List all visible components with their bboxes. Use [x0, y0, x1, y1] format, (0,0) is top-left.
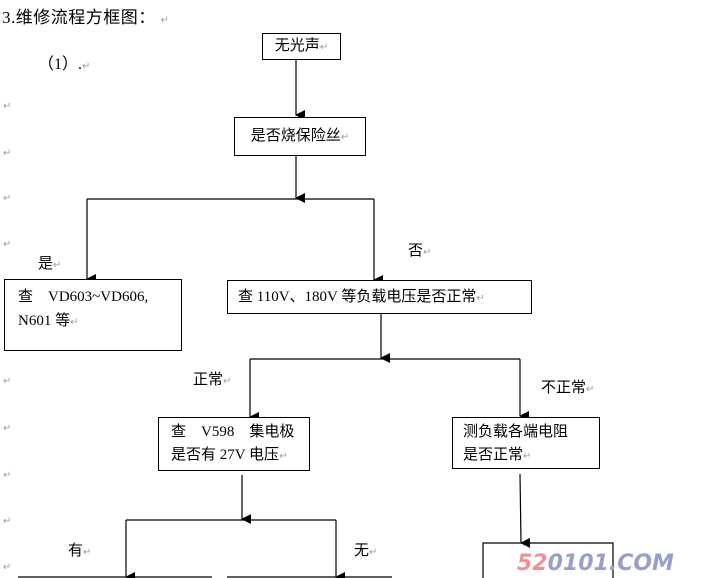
- node-start: 无光声↵: [262, 33, 341, 60]
- watermark-part2: 0101.COM: [547, 551, 674, 576]
- node-fuse-check: 是否烧保险丝↵: [234, 117, 366, 156]
- node-check-voltage: 查 110V、180V 等负载电压是否正常↵: [227, 280, 532, 314]
- paragraph-mark-icon: ↵: [223, 376, 232, 387]
- paragraph-mark-icon: ↵: [70, 317, 79, 328]
- paragraph-mark-icon: ↵: [82, 61, 91, 72]
- paragraph-mark-icon: ↵: [53, 260, 62, 271]
- edge-label-yes-text: 是: [38, 256, 54, 272]
- node-check-v598: 查 V598 集电极 是否有 27V 电压↵: [158, 417, 310, 471]
- node-check-v598-line2-wrap: 是否有 27V 电压↵: [171, 444, 309, 468]
- paragraph-mark-icon: ↵: [3, 376, 12, 387]
- edge-label-no-text: 否: [408, 243, 424, 259]
- next-box-outline: [482, 542, 614, 578]
- edge-label-abnormal-text: 不正常: [541, 380, 587, 396]
- paragraph-mark-icon: ↵: [3, 148, 12, 159]
- paragraph-mark-icon: ↵: [3, 239, 12, 250]
- paragraph-mark-icon: ↵: [160, 15, 170, 26]
- node-measure-resistance-line2: 是否正常: [463, 447, 524, 463]
- edge-label-none-text: 无: [354, 543, 370, 559]
- paragraph-mark-icon: ↵: [3, 470, 12, 481]
- section-heading: 3.维修流程方框图： ↵: [2, 3, 169, 28]
- edge-label-has: 有↵: [68, 539, 91, 560]
- paragraph-mark-icon: ↵: [319, 42, 329, 53]
- edge-label-yes: 是↵: [38, 252, 61, 273]
- arrow-resistance-to-next: [519, 473, 531, 548]
- node-measure-resistance: 测负载各端电阻 是否正常↵: [452, 417, 600, 469]
- node-fuse-check-text: 是否烧保险丝: [250, 128, 341, 144]
- watermark-logo: 520101.COM: [517, 551, 674, 576]
- paragraph-mark-icon: ↵: [586, 384, 595, 395]
- paragraph-mark-icon: ↵: [3, 562, 12, 573]
- node-check-vd-line2: N601 等: [18, 313, 71, 329]
- paragraph-mark-icon: ↵: [3, 101, 12, 112]
- paragraph-mark-icon: ↵: [369, 547, 378, 558]
- paragraph-mark-icon: ↵: [340, 132, 350, 143]
- sub-heading-text: （1）.: [38, 56, 83, 73]
- node-measure-resistance-line2-wrap: 是否正常↵: [463, 444, 599, 468]
- paragraph-mark-icon: ↵: [476, 293, 485, 304]
- node-check-vd-line2-wrap: N601 等↵: [18, 309, 181, 335]
- edge-label-no: 否↵: [408, 239, 431, 260]
- node-start-text: 无光声: [274, 38, 320, 54]
- sub-heading: （1）.↵: [38, 50, 90, 74]
- node-measure-resistance-line1: 测负载各端电阻: [463, 424, 569, 440]
- paragraph-mark-icon: ↵: [3, 516, 12, 527]
- paragraph-mark-icon: ↵: [423, 247, 432, 258]
- paragraph-mark-icon: ↵: [3, 423, 12, 434]
- edge-label-normal: 正常↵: [193, 368, 231, 389]
- paragraph-mark-icon: ↵: [523, 451, 532, 462]
- edge-label-has-text: 有: [68, 543, 84, 559]
- paragraph-mark-icon: ↵: [83, 547, 92, 558]
- paragraph-mark-icon: ↵: [279, 451, 288, 462]
- node-check-v598-line2: 是否有 27V 电压: [171, 447, 280, 463]
- edge-label-none: 无↵: [354, 539, 377, 560]
- watermark-part1: 52: [517, 551, 548, 576]
- section-heading-text: 3.维修流程方框图：: [2, 8, 156, 27]
- node-check-vd: 查 VD603~VD606, N601 等↵: [4, 279, 182, 351]
- edge-label-abnormal: 不正常↵: [541, 376, 594, 397]
- node-check-voltage-text: 查 110V、180V 等负载电压是否正常: [238, 289, 477, 305]
- node-check-vd-line1: 查 VD603~VD606,: [18, 289, 149, 305]
- paragraph-mark-icon: ↵: [3, 193, 12, 204]
- node-check-v598-line1: 查 V598 集电极: [171, 424, 295, 440]
- edge-label-normal-text: 正常: [193, 372, 224, 388]
